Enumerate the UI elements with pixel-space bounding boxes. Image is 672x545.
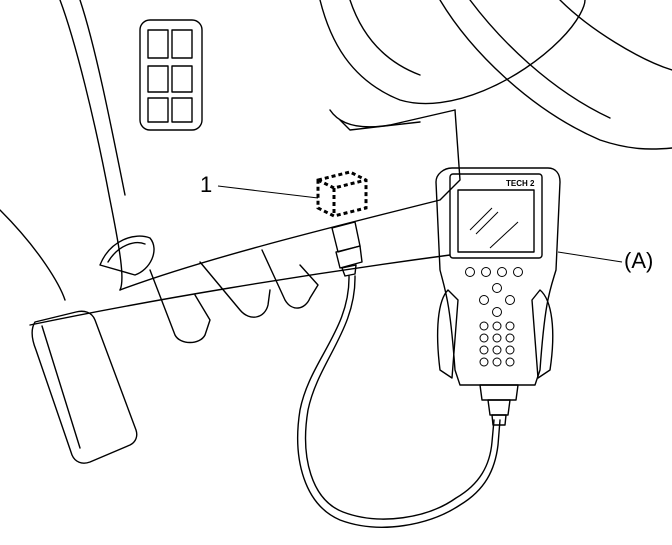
cable-plug [331, 221, 363, 277]
pedals [149, 249, 319, 344]
steering-column [319, 0, 672, 150]
dashboard-vent [139, 19, 203, 131]
scan-tool-cable [297, 275, 501, 528]
callout-label-a: (A) [624, 248, 654, 273]
device-brand-label: TECH 2 [506, 179, 535, 188]
leader-line-1 [217, 185, 319, 199]
dlc-connector-location [316, 170, 368, 218]
leader-line-a [557, 251, 623, 263]
lower-panel-handle [99, 235, 155, 276]
dashboard-panel [0, 0, 461, 326]
callout-label-1: 1 [200, 172, 213, 197]
floor-mat [31, 310, 138, 464]
scan-tool-device [435, 167, 561, 426]
